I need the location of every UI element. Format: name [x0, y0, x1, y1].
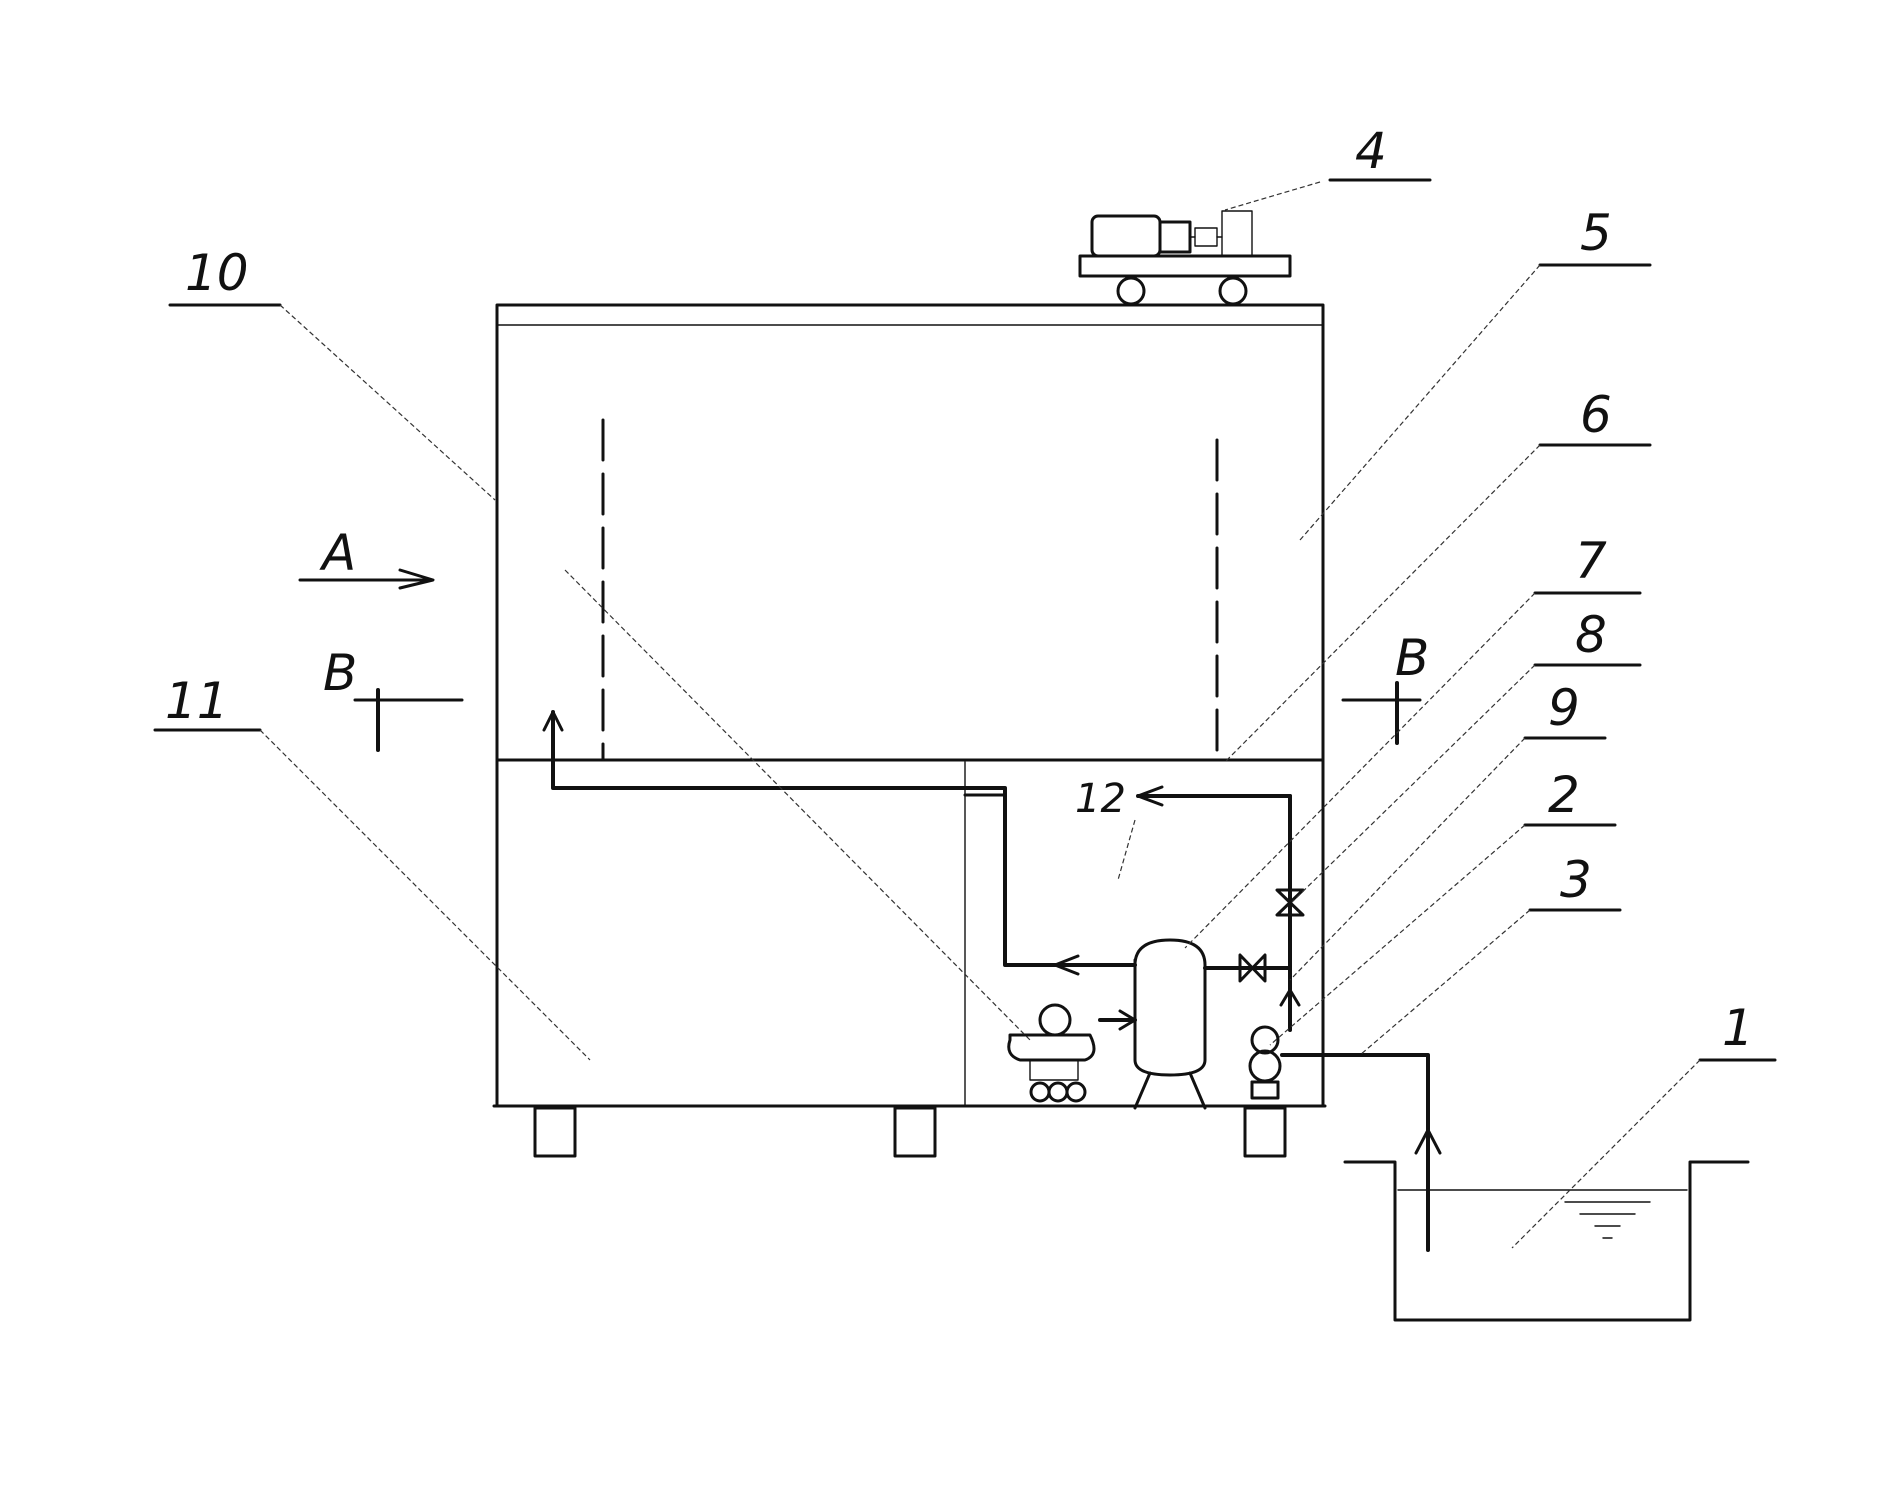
outer-wall [495, 303, 1325, 1107]
compressor-wheel-1 [1029, 1081, 1051, 1103]
leader-7 [1184, 592, 1536, 949]
label-10: 10 [185, 244, 249, 302]
pressure-vessel [1133, 938, 1292, 1110]
pier-right [1243, 1106, 1287, 1158]
compressor-wheel-2 [1047, 1081, 1069, 1103]
compressor-head [1038, 1003, 1072, 1037]
leader-10-a [279, 304, 496, 501]
pump-base [1250, 1080, 1280, 1100]
motor-body [1090, 214, 1162, 258]
trolley-deck [1078, 254, 1292, 278]
label-12: 12 [1075, 776, 1126, 822]
roof-trolley-unit [1078, 210, 1292, 306]
section-b-right-label: B [1395, 629, 1429, 687]
supply-line [542, 710, 1137, 976]
leader-8 [1291, 664, 1536, 903]
coupling [1194, 227, 1218, 247]
leader-10-b [564, 569, 1031, 1041]
water-pump [1248, 1025, 1282, 1100]
vessel-leg-left [1133, 1071, 1152, 1110]
pump-impeller-housing [1250, 1025, 1280, 1055]
suction-pipe-line [1280, 1053, 1430, 1252]
compressor-wheel-3 [1065, 1081, 1087, 1103]
section-b-left-label: B [323, 644, 357, 702]
leader-3 [1359, 909, 1531, 1056]
label-5: 5 [1580, 204, 1612, 262]
part-labels: 4 5 6 7 8 9 2 3 1 10 11 12 A B B [165, 122, 1754, 1057]
supply-flow-arrow-upper [542, 710, 564, 732]
suction-pipe [1280, 1053, 1442, 1252]
compressor-frame [1029, 1059, 1079, 1081]
foundation-piers [533, 1106, 1287, 1158]
leader-lines [153, 178, 1777, 1249]
label-4: 4 [1355, 122, 1387, 180]
compressor-flow-arrow [1118, 1009, 1137, 1031]
label-11: 11 [165, 672, 229, 730]
label-6: 6 [1580, 386, 1612, 444]
label-2: 2 [1548, 766, 1580, 824]
view-a-label: A [319, 524, 356, 582]
suction-flow-arrow [1414, 1128, 1442, 1155]
supply-flow-arrow-lower [1053, 954, 1080, 976]
riser-valve-icon [1275, 888, 1305, 917]
leader-1 [1511, 1059, 1701, 1249]
compressor-cart [1007, 1003, 1137, 1103]
return-pipe [1136, 785, 1292, 807]
leader-11 [259, 729, 591, 1061]
leader-4 [1224, 181, 1321, 211]
return-flow-arrow [1136, 785, 1164, 807]
driven-unit [1221, 210, 1253, 257]
leader-12 [1117, 819, 1136, 881]
label-9: 9 [1548, 679, 1580, 737]
main-structure [492, 303, 1327, 1108]
compressor-body [1007, 1033, 1096, 1062]
tank-outline [1343, 1160, 1750, 1322]
section-marks [298, 568, 1422, 752]
label-1: 1 [1722, 999, 1754, 1057]
riser-flow-arrow [1279, 988, 1301, 1007]
branch-valve-icon [1238, 953, 1267, 983]
water-tank [1343, 1160, 1750, 1322]
pump-motor [1248, 1049, 1282, 1083]
leader-6 [1224, 444, 1541, 763]
label-8: 8 [1575, 606, 1607, 664]
supply-pipe-line [551, 710, 1137, 967]
leader-5 [1299, 264, 1541, 541]
label-3: 3 [1560, 851, 1592, 909]
trolley-wheel-left [1116, 276, 1146, 306]
view-a-arrow [398, 568, 435, 590]
pier-left [533, 1106, 577, 1158]
vessel-body [1133, 938, 1207, 1077]
pier-middle [893, 1106, 937, 1158]
leader-9 [1289, 737, 1526, 981]
trolley-wheel-right [1218, 276, 1248, 306]
label-7: 7 [1575, 532, 1607, 590]
leader-2 [1269, 824, 1526, 1046]
motor-endcap [1158, 220, 1192, 254]
vessel-leg-right [1188, 1071, 1207, 1110]
discharge-riser [1275, 794, 1305, 1032]
